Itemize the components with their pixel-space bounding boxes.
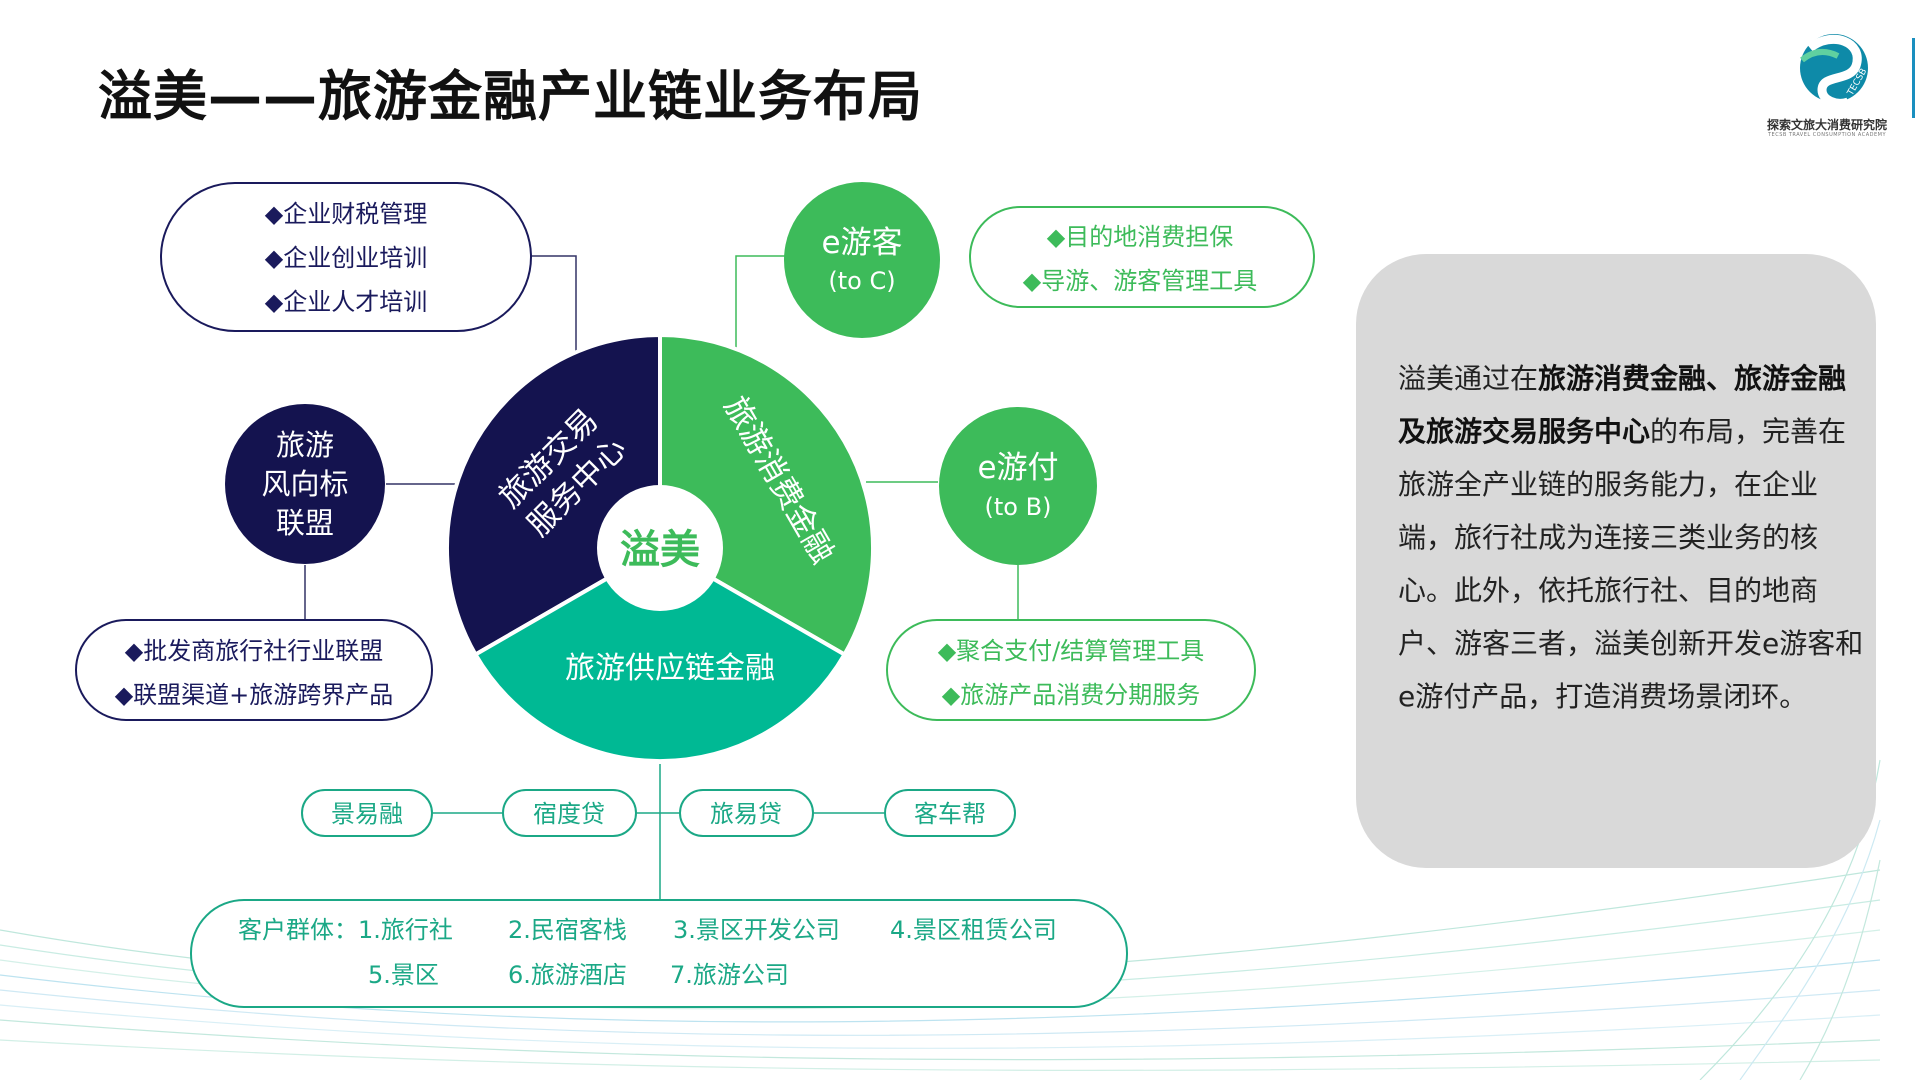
eyouke-box-item: ◆导游、游客管理工具 xyxy=(1023,267,1257,295)
center-hub xyxy=(597,485,723,611)
eyouke-box: ◆目的地消费担保 ◆导游、游客管理工具 xyxy=(969,206,1315,308)
page-title: 溢美——旅游金融产业链业务布局 xyxy=(98,65,923,128)
customer-groups-box: 客户群体：1.旅行社 2.民宿客栈 3.景区开发公司 4.景区租赁公司 5.景区… xyxy=(190,899,1128,1008)
customer-item: 3.景区开发公司 xyxy=(673,916,840,944)
customer-item: 4.景区租赁公司 xyxy=(890,916,1057,944)
alliance-label-line: 旅游 xyxy=(276,428,334,462)
product-pills: 景易融 宿度贷 旅易贷 客车帮 xyxy=(301,789,1016,837)
product-label: 客车帮 xyxy=(914,800,986,828)
summary-panel xyxy=(1356,254,1876,868)
eyouke-box-item: ◆目的地消费担保 xyxy=(1047,223,1233,251)
eyoufu-box: ◆聚合支付/结算管理工具 ◆旅游产品消费分期服务 xyxy=(886,619,1256,721)
center-label: 溢美 xyxy=(620,527,700,573)
segment-supply-label: 旅游供应链金融 xyxy=(565,651,775,686)
customer-item: 5.景区 xyxy=(368,961,439,989)
product-label: 宿度贷 xyxy=(533,800,605,828)
summary-part: 的布局，完善在旅游全产业链的服务能力，在企业端，旅行社成为连接三类业务的核心。此… xyxy=(1398,415,1864,713)
eyoufu-sub: (to B) xyxy=(985,493,1052,521)
alliance-label-line: 联盟 xyxy=(276,506,334,540)
eyoufu-box-item: ◆旅游产品消费分期服务 xyxy=(942,681,1200,709)
alliance-box: ◆批发商旅行社行业联盟 ◆联盟渠道+旅游跨界产品 xyxy=(75,619,433,721)
customer-item: 6.旅游酒店 xyxy=(508,961,627,989)
product-label: 旅易贷 xyxy=(710,800,782,828)
summary-highlight: 旅游消费金融、旅游金融及旅游交易服务中心 xyxy=(1398,362,1847,448)
logo: TECSB 探索文旅大消费研究院 TECSB TRAVEL CONSUMPTIO… xyxy=(1752,20,1912,140)
alliance-box-item: ◆联盟渠道+旅游跨界产品 xyxy=(115,681,394,709)
eyouke-node: e游客 (to C) xyxy=(784,182,940,338)
summary-text: 溢美通过在旅游消费金融、旅游金融及旅游交易服务中心的布局，完善在旅游全产业链的服… xyxy=(1398,352,1868,723)
customer-item: 2.民宿客栈 xyxy=(508,916,627,944)
connectors xyxy=(304,255,577,620)
customer-item: 客户群体：1.旅行社 xyxy=(238,916,453,944)
alliance-box-item: ◆批发商旅行社行业联盟 xyxy=(125,637,383,665)
green-connectors xyxy=(735,255,1019,620)
logo-subtitle: TECSB TRAVEL CONSUMPTION ACADEMY xyxy=(1767,132,1887,138)
eyouke-sub: (to C) xyxy=(828,267,895,295)
alliance-label-line: 风向标 xyxy=(261,467,348,501)
segment-supply xyxy=(472,545,848,763)
eyoufu-name: e游付 xyxy=(977,450,1058,486)
enterprise-services-item: ◆企业财税管理 xyxy=(265,200,427,228)
enterprise-services-item: ◆企业人才培训 xyxy=(265,288,427,316)
enterprise-services-box: ◆企业财税管理 ◆企业创业培训 ◆企业人才培训 xyxy=(160,182,532,332)
customer-item: 7.旅游公司 xyxy=(670,961,789,989)
eyoufu-box-item: ◆聚合支付/结算管理工具 xyxy=(938,637,1205,665)
central-pie: 溢美 旅游交易 服务中心 旅游消费金融 旅游供应链金融 xyxy=(444,332,876,763)
eyouke-name: e游客 xyxy=(821,225,902,261)
logo-mark-icon: TECSB xyxy=(1800,34,1869,108)
product-label: 景易融 xyxy=(331,800,403,828)
summary-part: 溢美通过在 xyxy=(1398,362,1539,395)
eyoufu-node: e游付 (to B) xyxy=(939,407,1097,565)
product-connectors xyxy=(432,764,885,900)
alliance-node: 旅游 风向标 联盟 xyxy=(225,404,385,564)
enterprise-services-item: ◆企业创业培训 xyxy=(265,244,427,272)
logo-name: 探索文旅大消费研究院 xyxy=(1766,118,1887,132)
logo-accent-bar xyxy=(1912,38,1915,118)
